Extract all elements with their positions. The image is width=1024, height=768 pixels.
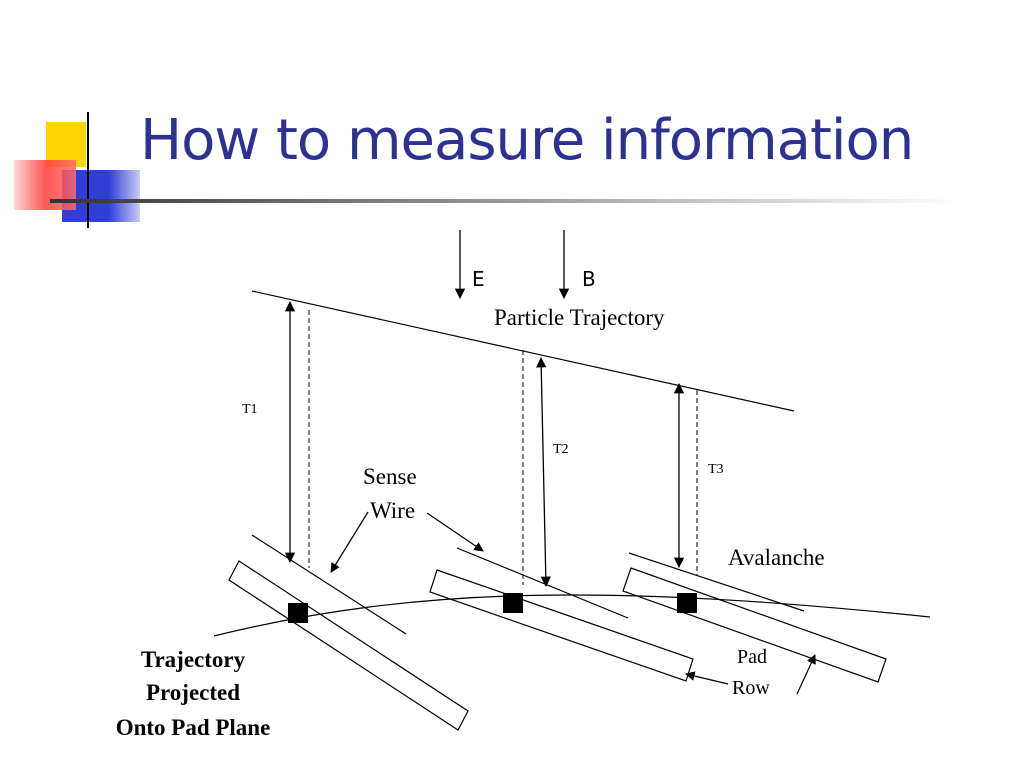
hit-pad-3 <box>677 593 697 613</box>
b-field-label: B <box>582 267 596 291</box>
title-rule <box>50 199 960 203</box>
e-field-label: E <box>472 267 485 291</box>
t1-label: T1 <box>242 402 258 417</box>
logo-yellow-square <box>46 122 86 167</box>
pad-row-pointer-2 <box>796 654 816 695</box>
pad-row-pointer-1 <box>685 671 729 685</box>
avalanche-label: Avalanche <box>728 545 825 570</box>
sense-wire-1 <box>251 534 407 635</box>
sense-wire-label-line1: Sense <box>363 464 417 489</box>
hit-pad-2 <box>503 593 523 613</box>
hit-pad-1 <box>288 603 308 623</box>
pad-row-2 <box>429 569 694 682</box>
t3-label: T3 <box>708 462 724 477</box>
projection-caption-line1: Trajectory <box>141 647 246 672</box>
projection-caption-line3: Onto Pad Plane <box>116 715 271 740</box>
sense-wire-pointer-2 <box>426 512 484 552</box>
sense-wire-pointer-1 <box>330 511 369 573</box>
sense-wire-label-line2: Wire <box>370 498 415 523</box>
sense-wire-2 <box>456 547 629 619</box>
particle-trajectory-label: Particle Trajectory <box>494 305 665 330</box>
pad-row-label-line2: Row <box>732 677 770 699</box>
projection-caption-line2: Projected <box>146 680 240 705</box>
t2-label: T2 <box>553 442 569 457</box>
pad-row-label-line1: Pad <box>737 646 767 668</box>
t2-arrow <box>536 356 551 588</box>
sense-wire-3 <box>628 552 805 612</box>
slide-title: How to measure information <box>140 108 914 173</box>
